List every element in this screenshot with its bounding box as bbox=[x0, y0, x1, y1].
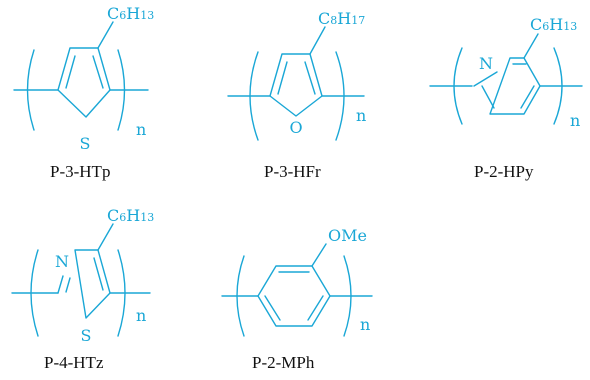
p2mph-bracket-right bbox=[343, 255, 352, 337]
p3htp-double-bond-1 bbox=[65, 55, 76, 89]
p3htp-double-bond-2 bbox=[92, 55, 104, 89]
p4htz-bracket-right bbox=[117, 249, 126, 337]
p2mph-double-bond-2 bbox=[307, 295, 324, 321]
p2mph-side-chain-bond bbox=[311, 243, 327, 267]
p4htz-double-bond-1 bbox=[93, 257, 104, 291]
p3htp-substituent-label: C6H13 bbox=[107, 4, 154, 23]
p3hfr-double-bond-1 bbox=[277, 61, 288, 95]
p2hpy-double-bond-3 bbox=[481, 85, 495, 109]
p4htz-heteroatom-label: S bbox=[81, 326, 92, 345]
p2hpy-double-bond-2 bbox=[520, 85, 535, 109]
p3htp-structure bbox=[13, 21, 149, 131]
p3hfr-heteroatom-label: O bbox=[289, 118, 302, 137]
p2mph-substituent-label: OMe bbox=[328, 226, 367, 245]
p2hpy-bracket-left bbox=[453, 47, 463, 125]
p4htz-substituent-label: C6H13 bbox=[107, 206, 154, 225]
p4htz-double-bond-2 bbox=[65, 277, 71, 293]
p3htp-ring bbox=[57, 47, 111, 118]
p3hfr-bracket-right bbox=[335, 51, 345, 141]
p2mph-repeat-label: n bbox=[360, 315, 370, 334]
p3htp-bracket-left bbox=[26, 49, 35, 131]
p4htz-bracket-left bbox=[30, 249, 39, 337]
p2hpy-bracket-right bbox=[553, 47, 563, 125]
p2mph-bracket-left bbox=[236, 255, 245, 337]
p2hpy-ring bbox=[473, 57, 541, 115]
p2hpy-structure bbox=[429, 33, 583, 125]
p2hpy-side-chain-bond bbox=[523, 33, 539, 59]
p2hpy-heteroatom-label: N bbox=[479, 54, 493, 73]
p3hfr-ring bbox=[269, 53, 323, 117]
p2mph-ring bbox=[257, 265, 331, 327]
p3htp-bracket-right bbox=[117, 49, 126, 131]
p3htp-caption: P-3-HTp bbox=[50, 162, 111, 181]
p3hfr-substituent-label: C8H17 bbox=[318, 9, 365, 28]
p3hfr-side-chain-bond bbox=[309, 26, 326, 55]
p3htp-side-chain-bond bbox=[97, 21, 114, 49]
p3hfr-repeat-label: n bbox=[356, 106, 366, 125]
p3hfr-double-bond-2 bbox=[304, 61, 316, 95]
p3hfr-structure bbox=[227, 26, 365, 141]
p4htz-side-chain-bond bbox=[97, 223, 114, 251]
p4htz-caption: P-4-HTz bbox=[44, 353, 104, 372]
p3hfr-bracket-left bbox=[249, 51, 259, 141]
p3hfr-caption: P-3-HFr bbox=[264, 162, 321, 181]
p2mph-double-bond-3 bbox=[264, 295, 281, 321]
p2mph-structure bbox=[221, 243, 373, 337]
p2hpy-substituent-label: C6H13 bbox=[530, 15, 577, 34]
p2mph-caption: P-2-MPh bbox=[252, 353, 315, 372]
p2hpy-repeat-label: n bbox=[570, 111, 580, 130]
p3htp-repeat-label: n bbox=[136, 120, 146, 139]
p3htp-heteroatom-label: S bbox=[80, 134, 91, 153]
p4htz-repeat-label: n bbox=[136, 306, 146, 325]
p4htz-heteroatom-2-label: N bbox=[55, 252, 69, 271]
p4htz-structure bbox=[11, 223, 151, 337]
p2hpy-caption: P-2-HPy bbox=[474, 162, 534, 181]
